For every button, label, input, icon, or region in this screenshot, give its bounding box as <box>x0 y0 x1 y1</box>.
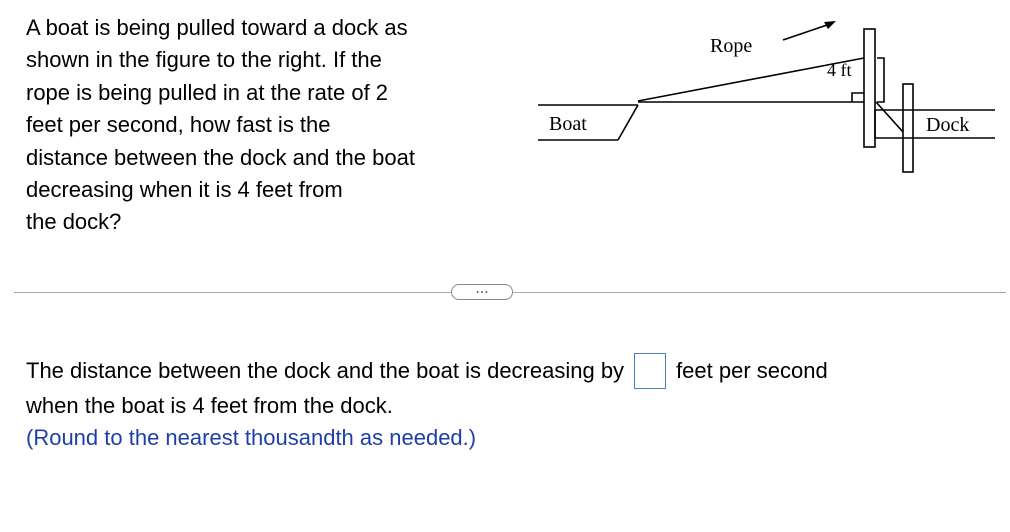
boat-hull-front <box>617 104 639 141</box>
ellipsis-icon: ... <box>475 280 489 297</box>
rope-arrow-shaft <box>782 23 831 41</box>
question-line: decreasing when it is 4 feet from <box>26 177 343 203</box>
question-line: A boat is being pulled toward a dock as <box>26 15 408 40</box>
rounding-hint: (Round to the nearest thousandth as need… <box>26 425 477 450</box>
rope-arrow-head <box>824 21 836 29</box>
figure-drawing <box>538 21 995 173</box>
question-line: shown in the figure to the right. If the <box>26 47 382 73</box>
dock-post <box>863 28 876 148</box>
dock-brace <box>875 101 904 133</box>
question-text: A boat is being pulled toward a dock as … <box>26 12 516 239</box>
boat-dock-figure: Rope Boat 4 ft Dock <box>0 0 1010 260</box>
question-line: feet per second, how fast is the <box>26 112 331 138</box>
question-line: distance between the dock and the boat <box>26 144 415 170</box>
right-angle-marker <box>851 92 864 102</box>
answer-section: The distance between the dock and the bo… <box>26 353 828 456</box>
show-more-button[interactable]: ... <box>451 280 513 300</box>
answer-condition-text: when the boat is 4 feet from the dock. <box>26 393 393 418</box>
dock-pillar <box>902 83 914 173</box>
dock-label: Dock <box>926 114 970 136</box>
question-line: the dock? <box>26 209 122 235</box>
answer-input[interactable] <box>634 353 667 389</box>
rope-line <box>637 57 865 102</box>
answer-prefix-text: The distance between the dock and the bo… <box>26 358 625 383</box>
answer-unit-text: feet per second <box>676 358 828 383</box>
height-bracket <box>877 57 885 103</box>
answer-row: The distance between the dock and the bo… <box>26 353 828 389</box>
height-label: 4 ft <box>827 60 852 80</box>
question-line: rope is being pulled in at the rate of 2 <box>26 79 389 105</box>
rope-label: Rope <box>710 35 753 57</box>
boat-label: Boat <box>549 113 587 135</box>
